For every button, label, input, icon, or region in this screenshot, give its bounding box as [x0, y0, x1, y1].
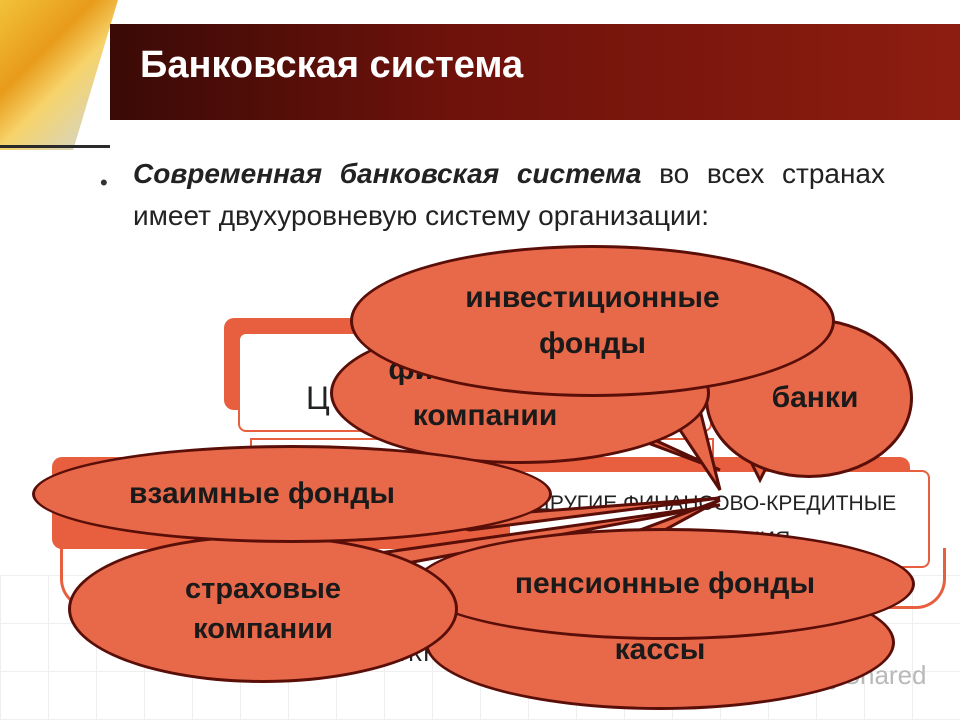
bubble-pension-funds: пенсионные фонды — [415, 528, 915, 640]
bubble-investment-funds-label: инвестиционные фонды — [465, 281, 720, 360]
corner-divider — [0, 145, 110, 148]
bubble-insurance-companies-label: страховые компании — [184, 573, 342, 645]
slide-title: Банковская система — [140, 44, 524, 86]
title-bar — [110, 24, 960, 120]
bubble-investment-funds: инвестиционные фонды — [350, 245, 835, 397]
bubble-insurance-companies: страховые компании — [68, 535, 458, 683]
bubble-pension-funds-label: пенсионные фонды — [514, 567, 816, 600]
bullet-paragraph: Современная банковская система во всех с… — [133, 153, 885, 237]
bubble-mutual-funds: взаимные фонды — [32, 445, 552, 543]
bullet-icon: • — [100, 170, 108, 195]
bubble-mutual-funds-label: взаимные фонды — [128, 477, 395, 510]
bubble-banks-label: банки — [771, 381, 859, 414]
bullet-text: во всех странах имеет двухуровневую сист… — [133, 158, 885, 231]
central-bank-fragment: Ц — [306, 380, 330, 416]
bullet-emphasis: Современная банковская система — [133, 158, 642, 189]
